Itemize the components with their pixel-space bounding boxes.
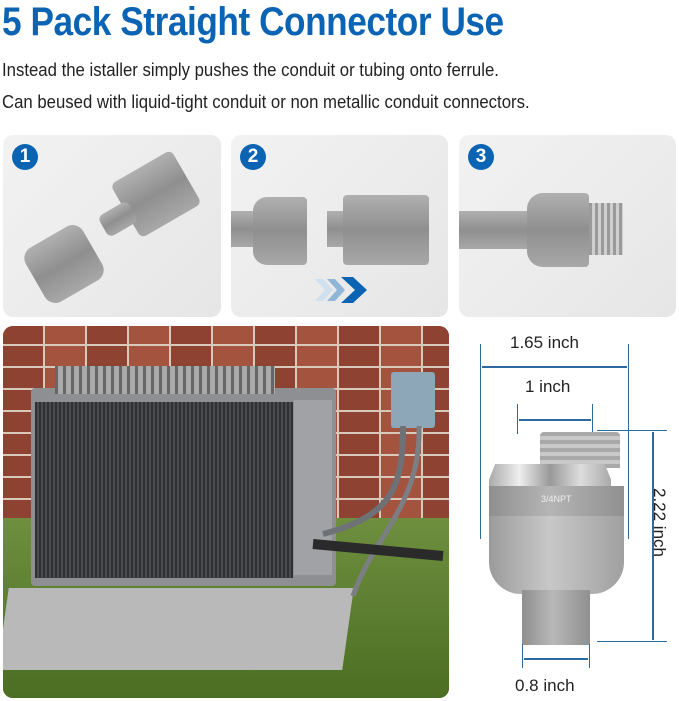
- disconnect-box: [391, 372, 435, 428]
- step-number-badge: 3: [468, 144, 494, 170]
- concrete-pad: [3, 588, 354, 670]
- step-3-panel: 3: [459, 135, 676, 317]
- connector-ferrule: [522, 590, 590, 645]
- connector-cap-image: [253, 197, 307, 265]
- ac-unit-photo: [3, 326, 449, 698]
- overall-width-arrow: [482, 366, 627, 368]
- height-label: 2.22 inch: [650, 488, 669, 557]
- description-line-2: Can beused with liquid-tight conduit or …: [2, 92, 530, 112]
- step-2-panel: 2: [231, 135, 448, 317]
- page-title: 5 Pack Straight Connector Use: [2, 0, 504, 44]
- connector-dimension-diagram: 1.65 inch 1 inch 2.22 inch 3/4NPT 0.8 in…: [455, 326, 679, 701]
- conduit-cables: [312, 426, 444, 597]
- assembled-connector-image: [527, 193, 589, 267]
- npt-marking: 3/4NPT: [541, 494, 572, 504]
- step-number-badge: 2: [240, 144, 266, 170]
- step-number-badge: 1: [12, 144, 38, 170]
- connector-cap-image: [19, 220, 109, 308]
- height-arrow: [652, 432, 654, 640]
- tail-width-label: 0.8 inch: [515, 676, 575, 695]
- connector-thread-image: [589, 203, 623, 255]
- connector-thread: [540, 432, 620, 468]
- overall-width-label: 1.65 inch: [510, 333, 579, 352]
- locknut: [489, 464, 611, 490]
- ferrule-image: [327, 211, 347, 247]
- description-line-1: Instead the istaller simply pushes the c…: [2, 60, 499, 80]
- conduit-image: [459, 211, 534, 249]
- ac-condenser-unit: [31, 388, 336, 586]
- thread-width-arrow: [519, 419, 591, 421]
- double-chevron-right-icon: [315, 277, 367, 303]
- step-1-panel: 1: [3, 135, 221, 317]
- thread-width-label: 1 inch: [525, 377, 571, 396]
- connector-body-image: [343, 195, 429, 265]
- ac-fan-grill: [55, 366, 275, 394]
- tail-width-arrow: [524, 658, 588, 660]
